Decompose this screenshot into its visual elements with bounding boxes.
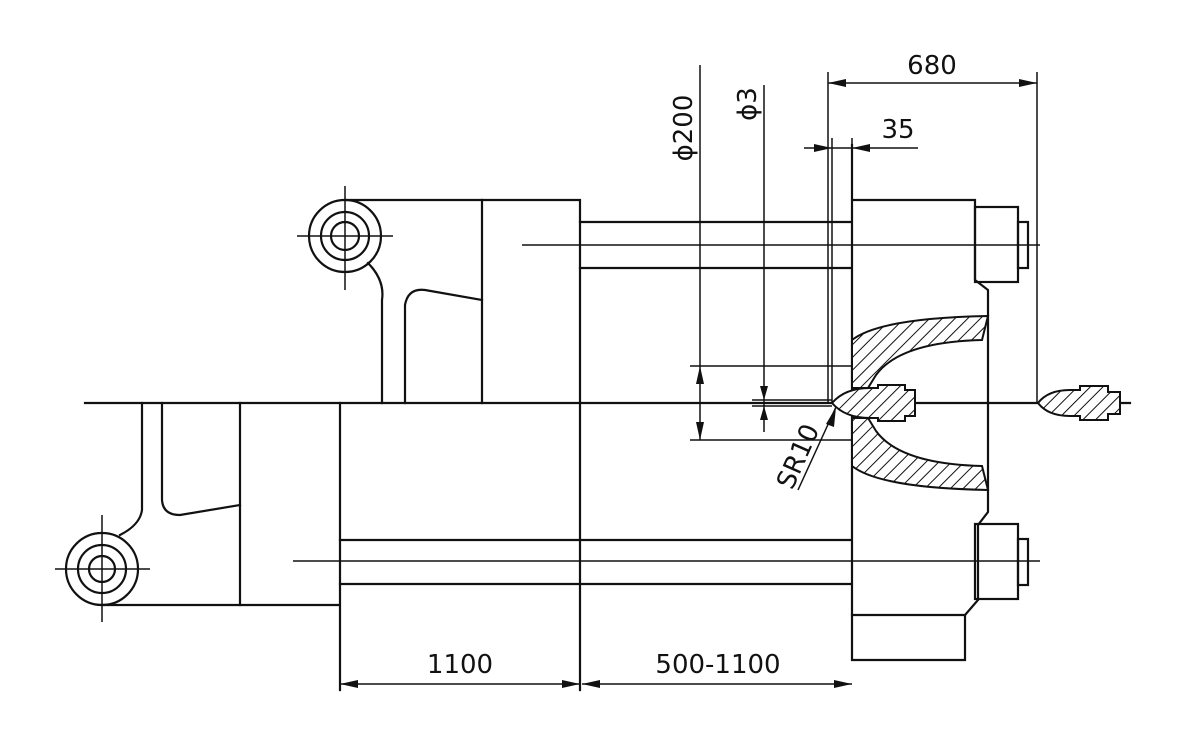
fixed-platen <box>850 143 1030 662</box>
label-1100: 1100 <box>427 650 493 680</box>
label-680: 680 <box>907 51 957 81</box>
injection-nozzle <box>830 384 916 422</box>
lower-tie-bar <box>293 538 1040 586</box>
label-sr10: SR10 <box>771 420 826 494</box>
dimension-680: 680 <box>827 51 1038 403</box>
label-diameter-3: ϕ3 <box>733 87 763 121</box>
label-35: 35 <box>881 115 914 145</box>
upper-tie-bar <box>522 220 1040 270</box>
moving-platen <box>338 401 582 692</box>
locating-ring-section <box>851 314 990 389</box>
upper-toggle-link <box>297 186 582 405</box>
label-500-1100: 500-1100 <box>655 650 780 680</box>
dimension-diameter-3: ϕ3 <box>733 85 832 432</box>
lower-toggle-link <box>55 401 340 622</box>
radius-sr10-leader: SR10 <box>771 406 837 494</box>
nozzle-retracted <box>1036 385 1121 421</box>
dimension-1100: 1100 <box>340 650 580 688</box>
dimension-35: 35 <box>804 115 918 403</box>
locating-ring-section-lower <box>851 417 990 492</box>
dimension-diameter-200: ϕ200 <box>669 65 852 441</box>
label-diameter-200: ϕ200 <box>669 95 699 162</box>
dimension-500-1100: 500-1100 <box>582 650 852 688</box>
